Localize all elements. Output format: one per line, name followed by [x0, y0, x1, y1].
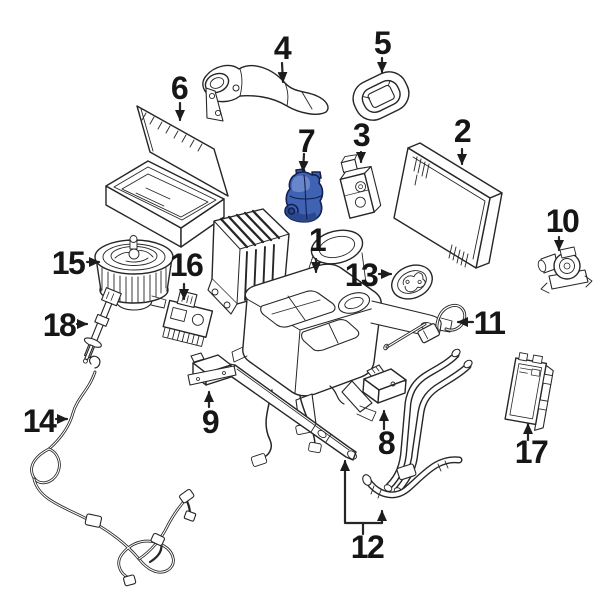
part-12-heater-pipes-drawing [383, 348, 473, 495]
callout-label-5: 5 [373, 25, 392, 61]
part-14-wiring-harness-drawing [30, 355, 197, 587]
callout-label-8: 8 [377, 425, 396, 461]
callout-label-11: 11 [473, 305, 506, 341]
callout-label-9: 9 [201, 404, 220, 440]
callout-arrow-7 [298, 152, 309, 173]
callout-label-10: 10 [545, 203, 580, 239]
part-16-resistor-drawing [162, 290, 214, 347]
callout-label-18: 18 [42, 307, 77, 343]
callout-label-13: 13 [344, 257, 379, 293]
part-18-sensor-probe-drawing [82, 287, 122, 364]
part-3-expansion-valve-drawing [339, 154, 382, 219]
part-1-hvac-housing-drawing [207, 208, 453, 467]
part-4-air-duct-drawing [202, 64, 329, 122]
part-10-sensor-drawing [537, 246, 593, 294]
callout-label-3: 3 [352, 117, 371, 153]
part-12-drain-tube-drawing [225, 363, 357, 461]
part-6-cabin-filter-drawing [105, 105, 229, 248]
callout-label-7: 7 [297, 123, 316, 159]
part-11-drain-hose-drawing [383, 303, 467, 351]
callout-label-17: 17 [514, 434, 549, 470]
callout-label-2: 2 [453, 113, 472, 149]
part-15-blower-motor-drawing [94, 235, 174, 311]
callout-label-6: 6 [170, 70, 189, 106]
part-9-actuator-drawing [187, 352, 237, 386]
callout-label-12: 12 [350, 529, 385, 565]
part-2-evaporator-drawing [393, 142, 503, 269]
part-5-seal-drawing [352, 71, 410, 121]
part-13-seal-ring-drawing [391, 264, 433, 300]
callout-label-15: 15 [51, 245, 86, 281]
callout-label-1: 1 [308, 222, 327, 258]
part-8-actuator-drawing [362, 364, 407, 404]
part-17-control-module-drawing [504, 352, 554, 431]
callout-label-14: 14 [22, 403, 57, 439]
callout-arrows [54, 56, 564, 536]
callout-label-16: 16 [169, 247, 204, 283]
part-7-actuator-highlighted-drawing [284, 168, 324, 223]
callout-arrow-4 [277, 61, 288, 84]
callout-label-4: 4 [273, 30, 292, 66]
